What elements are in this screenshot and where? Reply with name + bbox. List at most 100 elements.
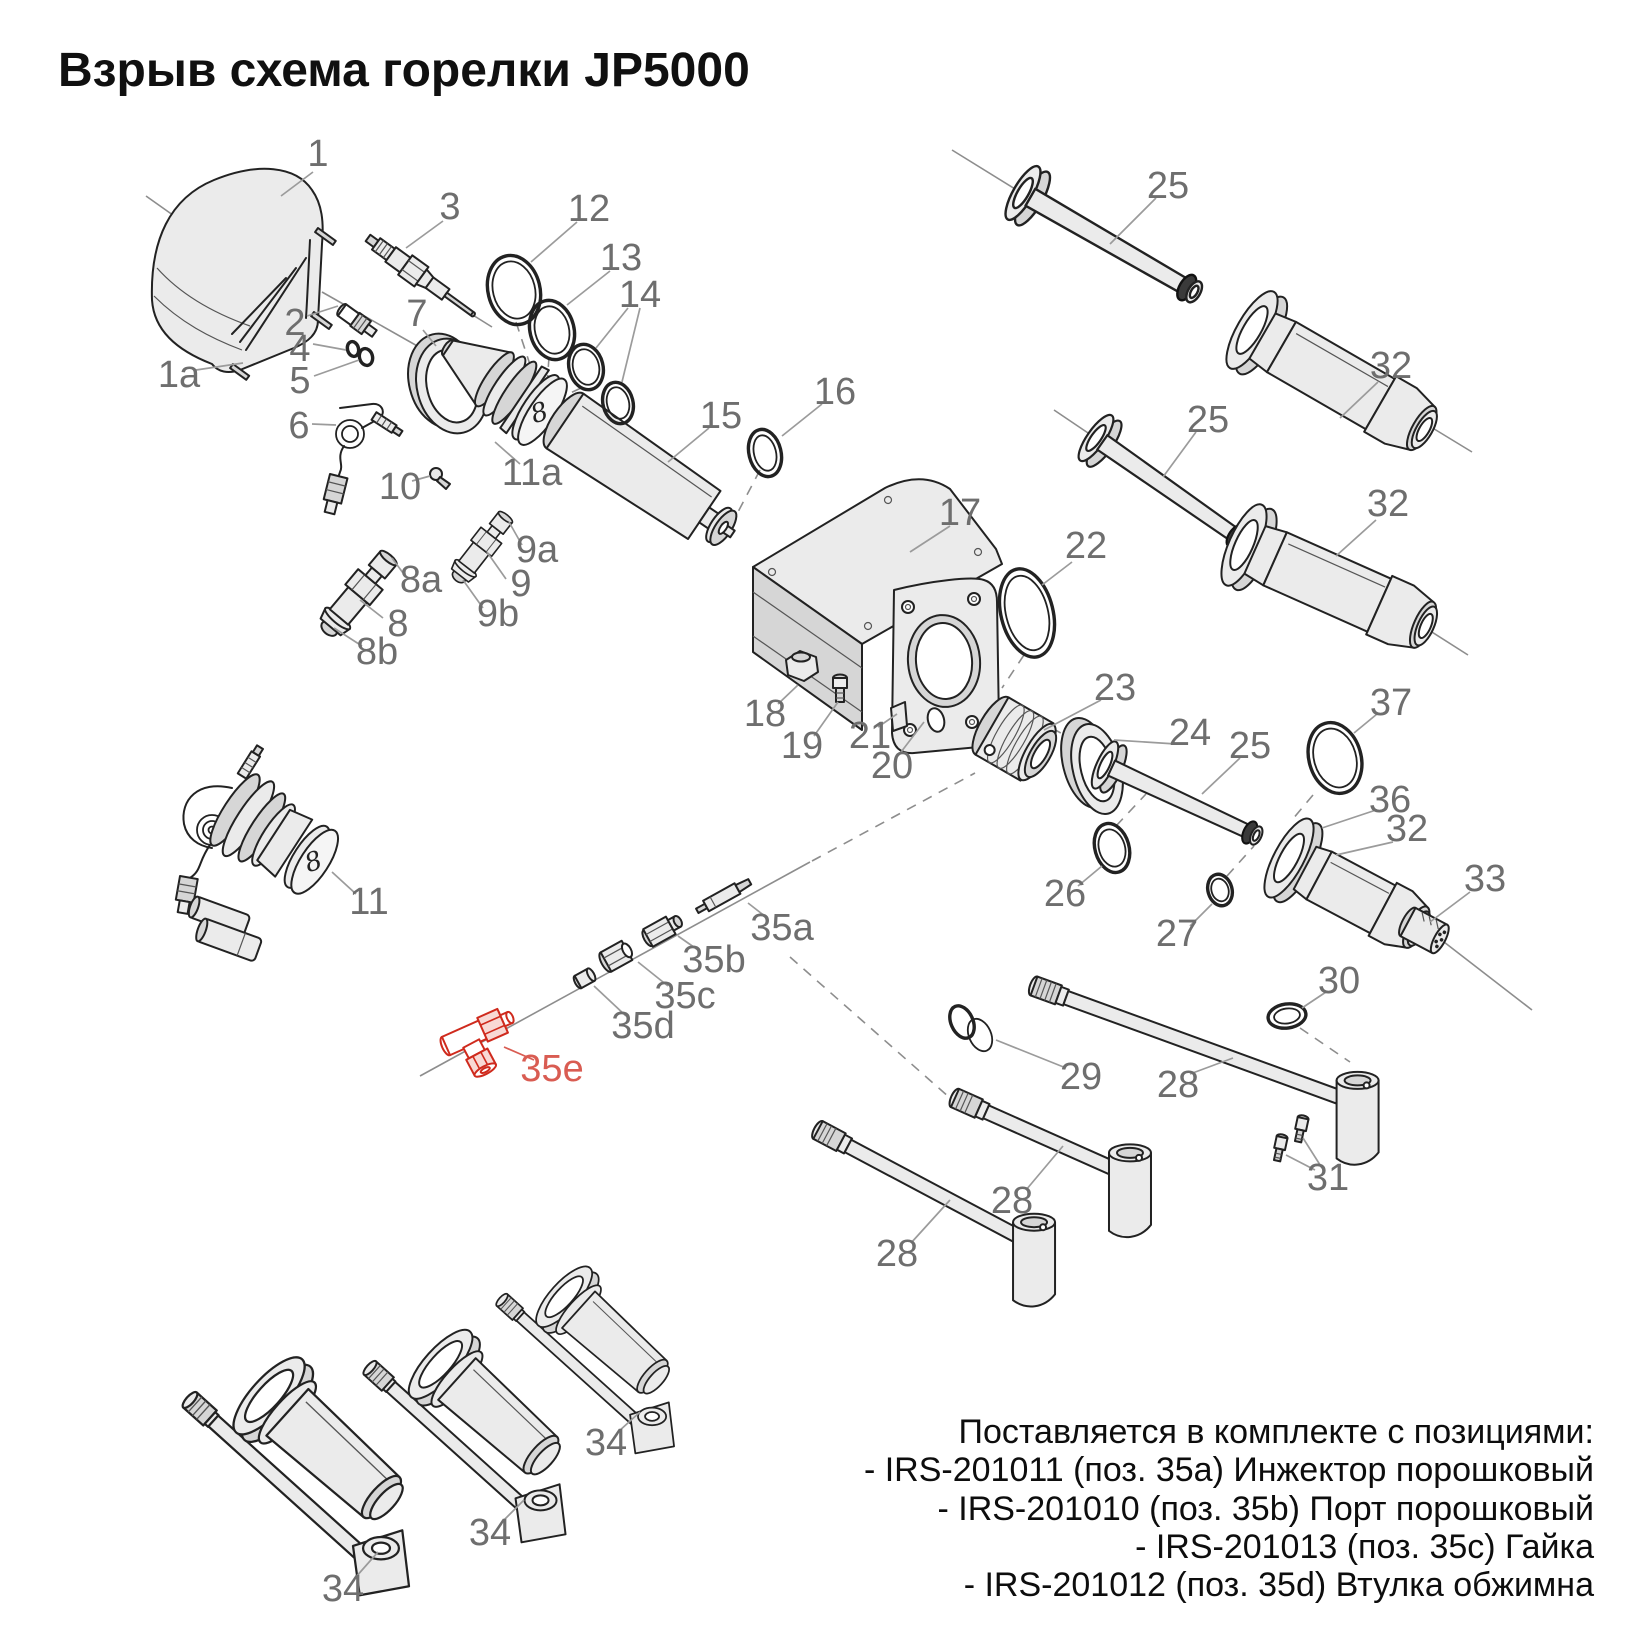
label-37: 37: [1370, 682, 1412, 724]
label-32-bottom: 32: [1386, 808, 1428, 850]
part-screw-10: [429, 467, 451, 490]
label-32-top: 32: [1370, 345, 1412, 387]
label-34-mid: 34: [469, 1512, 511, 1554]
label-18: 18: [744, 693, 786, 735]
part-oring-27: [1205, 872, 1235, 908]
label-9a: 9a: [516, 529, 559, 571]
part-cylinder-15: [542, 391, 738, 546]
label-20: 20: [871, 745, 913, 787]
part-tab-21: [890, 701, 908, 732]
part-insert-23: [971, 695, 1058, 782]
page-title: Взрыв схема горелки JP5000: [58, 44, 750, 97]
kit-note-line: - IRS-201013 (поз. 35c) Гайка: [1135, 1528, 1594, 1566]
part-electrode-plug: [336, 303, 378, 338]
part-barrel-32-mid: [1211, 497, 1453, 671]
part-labels: 1 1a 2 3 4 5 6 7 8a 8 8b 9a 9 9b 10 11 1…: [158, 133, 1506, 1610]
label-9: 9: [510, 563, 531, 605]
label-21: 21: [849, 715, 891, 757]
part-tee-35e-highlighted: [439, 1007, 515, 1078]
kit-note: Поставляется в комплекте с позициями: - …: [864, 1413, 1594, 1604]
label-34-right: 34: [585, 1422, 627, 1464]
kit-note-line: - IRS-201010 (поз. 35b) Порт порошковый: [937, 1490, 1594, 1528]
label-11a: 11a: [502, 452, 563, 494]
part-injector-35a: [695, 878, 753, 915]
label-17: 17: [939, 492, 981, 534]
label-9b: 9b: [477, 593, 519, 635]
label-35b: 35b: [682, 939, 745, 981]
label-30: 30: [1318, 960, 1360, 1002]
part-spark-plug: [364, 233, 476, 318]
label-24: 24: [1169, 712, 1211, 754]
part-ignition-wire: [322, 402, 404, 516]
part-oring-37: [1306, 720, 1364, 796]
part-oring-22: [997, 567, 1057, 659]
part-orings-29: [948, 1004, 994, 1053]
label-35d: 35d: [611, 1005, 674, 1047]
label-27: 27: [1156, 913, 1198, 955]
part-cover: [150, 167, 337, 381]
label-8: 8: [387, 603, 408, 645]
label-4: 4: [289, 328, 310, 370]
label-35a: 35a: [750, 907, 814, 949]
label-13: 13: [600, 237, 642, 279]
label-31: 31: [1307, 1157, 1349, 1199]
part-screw-31-a: [1270, 1132, 1290, 1163]
label-6: 6: [288, 405, 309, 447]
part-oring-30: [1266, 1002, 1308, 1030]
part-valve-assembly-11: 8: [174, 744, 339, 962]
label-2: 2: [284, 302, 305, 344]
label-1a: 1a: [158, 354, 201, 396]
part-oring-16: [746, 427, 784, 479]
leader-lines: [195, 171, 1471, 1579]
label-22: 22: [1065, 525, 1107, 567]
label-14: 14: [619, 274, 661, 316]
part-port-35b: [641, 915, 683, 948]
label-19: 19: [781, 725, 823, 767]
part-hose-28-top: [1027, 975, 1380, 1166]
label-10: 10: [379, 466, 421, 508]
label-8b: 8b: [356, 631, 398, 673]
part-hose-28-mid: [948, 1087, 1152, 1239]
part-screw-31-b: [1291, 1113, 1311, 1144]
part-main-body-17: [752, 478, 1003, 755]
part-sleeve-35d: [572, 967, 597, 990]
label-25-bottom: 25: [1229, 725, 1271, 767]
label-35c: 35c: [654, 975, 715, 1017]
label-33: 33: [1464, 858, 1506, 900]
label-23: 23: [1094, 667, 1136, 709]
label-12: 12: [568, 188, 610, 230]
part-barrel-32-top: [1216, 283, 1455, 473]
part-nut-35c: [598, 939, 634, 973]
kit-note-line: - IRS-201012 (поз. 35d) Втулка обжимна: [964, 1566, 1594, 1604]
part-oring-5: [357, 346, 375, 368]
kit-note-line: - IRS-201011 (поз. 35a) Инжектор порошко…: [864, 1451, 1594, 1489]
part-diffuser-33: [1398, 906, 1450, 955]
part-oring-26: [1092, 821, 1132, 875]
label-3: 3: [439, 186, 460, 228]
part-hose-28-bottom: [811, 1119, 1057, 1308]
label-15: 15: [700, 395, 742, 437]
label-1: 1: [307, 133, 328, 175]
kit-note-header: Поставляется в комплекте с позициями:: [959, 1413, 1594, 1451]
label-28-top: 28: [1157, 1064, 1199, 1106]
label-32-mid: 32: [1367, 483, 1409, 525]
part-oring-13: [527, 298, 577, 362]
label-7: 7: [406, 293, 427, 335]
part-check-valve-9: [444, 506, 519, 590]
label-11: 11: [349, 881, 388, 923]
label-29: 29: [1060, 1056, 1102, 1098]
label-16: 16: [814, 371, 856, 413]
part-hex-plug-18: [785, 650, 819, 682]
label-28-mid: 28: [991, 1180, 1033, 1222]
label-28-bottom: 28: [876, 1233, 918, 1275]
label-36: 36: [1369, 779, 1411, 821]
part-oring-4: [345, 339, 361, 359]
part-oring-12: [485, 253, 543, 327]
part-screw-19: [832, 673, 848, 703]
label-34-left: 34: [322, 1568, 364, 1610]
label-25-mid: 25: [1187, 399, 1229, 441]
label-5: 5: [289, 360, 310, 402]
label-8a: 8a: [400, 559, 443, 601]
label-25-top: 25: [1147, 165, 1189, 207]
